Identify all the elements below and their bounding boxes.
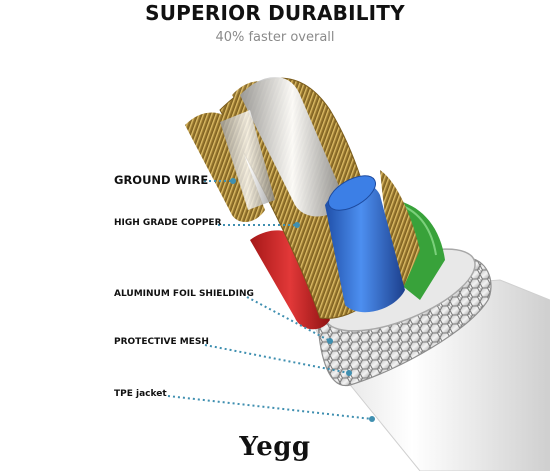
label-protective-mesh: PROTECTIVE MESH xyxy=(114,337,209,347)
red-core xyxy=(250,230,330,330)
endpoint-jacket xyxy=(369,416,375,422)
brand-logo: Yegg xyxy=(239,432,311,462)
label-aluminum-foil-shielding: ALUMINUM FOIL SHIELDING xyxy=(114,289,254,299)
endpoint-foil xyxy=(327,338,333,344)
endpoint-mesh xyxy=(346,370,352,376)
label-ground-wire: GROUND WIRE xyxy=(114,173,209,187)
label-high-grade-copper: HIGH GRADE COPPER xyxy=(114,218,222,228)
leader-foil xyxy=(246,296,331,342)
page-subtitle: 40% faster overall xyxy=(215,30,335,45)
endpoint-copper xyxy=(294,222,300,228)
leader-jacket xyxy=(167,395,373,420)
endpoint-ground-wire xyxy=(230,178,236,184)
page-title: SUPERIOR DURABILITY xyxy=(145,1,405,25)
leader-endpoints xyxy=(230,178,375,422)
ground-wire xyxy=(220,76,345,217)
label-tpe-jacket: TPE jacket xyxy=(114,389,167,399)
leader-lines xyxy=(167,180,373,420)
blue-core xyxy=(325,175,405,313)
